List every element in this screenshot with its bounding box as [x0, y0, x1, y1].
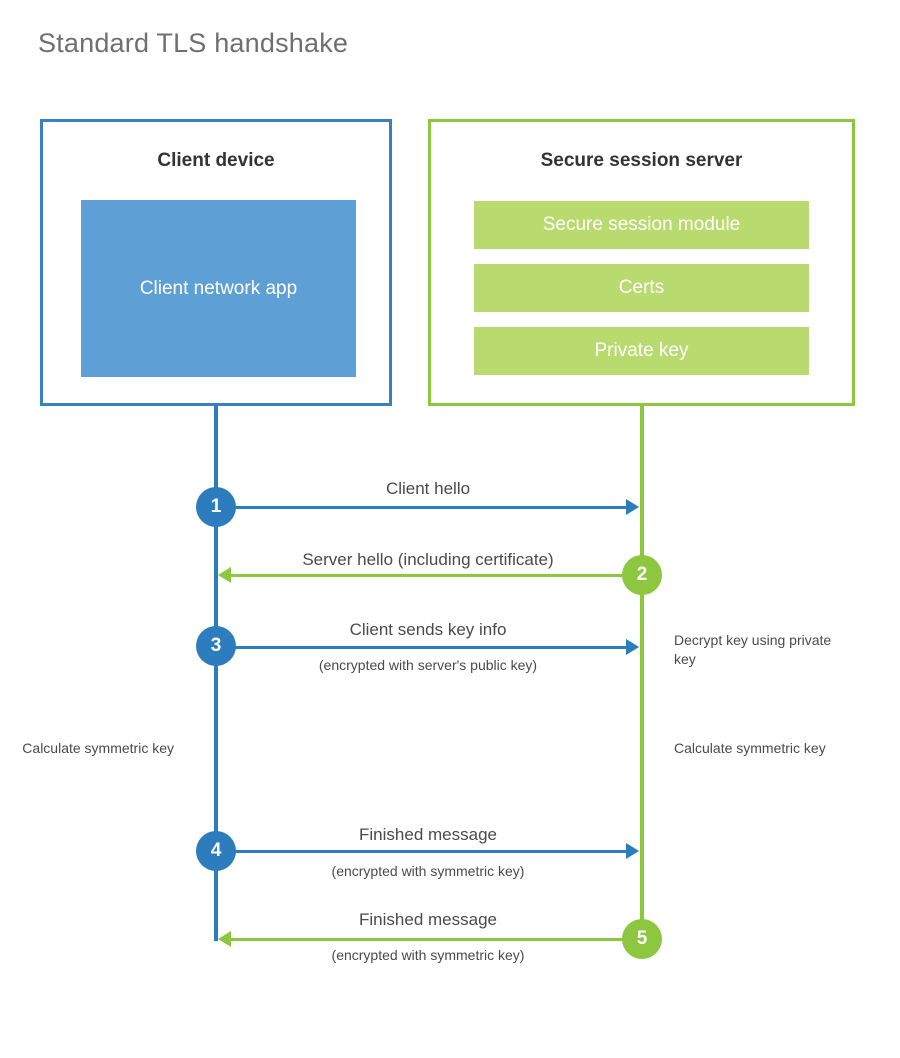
message-sublabel-step-5: (encrypted with symmetric key) — [331, 947, 525, 963]
annotation-calculate-symmetric-key-server: Calculate symmetric key — [674, 740, 826, 756]
arrow-step-4-head-icon — [626, 843, 639, 859]
arrow-step-1-line — [216, 506, 626, 509]
step-marker-3: 3 — [196, 626, 236, 666]
server-component-private-key: Private key — [474, 327, 809, 375]
arrow-step-5-line — [231, 938, 626, 941]
server-lifeline — [640, 403, 644, 941]
arrow-step-4-line — [216, 850, 626, 853]
arrow-step-2-line — [231, 574, 626, 577]
message-label-step-4: Finished message — [359, 825, 497, 844]
step-marker-5: 5 — [622, 919, 662, 959]
message-label-step-5: Finished message — [359, 910, 497, 929]
server-component-secure-session-module: Secure session module — [474, 201, 809, 249]
message-label-step-2: Server hello (including certificate) — [302, 550, 554, 569]
annotation-calculate-symmetric-key-client: Calculate symmetric key — [22, 740, 174, 756]
arrow-step-2-head-icon — [218, 567, 231, 583]
arrow-step-1-head-icon — [626, 499, 639, 515]
arrow-step-3-head-icon — [626, 639, 639, 655]
page-title: Standard TLS handshake — [38, 28, 349, 58]
message-sublabel-step-4: (encrypted with symmetric key) — [331, 863, 525, 879]
step-marker-4: 4 — [196, 831, 236, 871]
arrow-step-3-line — [216, 646, 626, 649]
secure-session-server-title: Secure session server — [540, 150, 743, 171]
annotation-decrypt-key: Decrypt key using private key — [674, 632, 832, 667]
client-device-title: Client device — [157, 150, 275, 171]
arrow-step-5-head-icon — [218, 931, 231, 947]
step-marker-1: 1 — [196, 487, 236, 527]
client-device-box: Client device Client network app — [40, 119, 392, 406]
client-network-app-block: Client network app — [81, 200, 356, 377]
message-label-step-3: Client sends key info — [349, 620, 507, 639]
secure-session-server-box: Secure session server Secure session mod… — [428, 119, 855, 406]
message-label-step-1: Client hello — [385, 479, 471, 498]
step-marker-2: 2 — [622, 555, 662, 595]
server-component-certs: Certs — [474, 264, 809, 312]
message-sublabel-step-3: (encrypted with server's public key) — [318, 657, 538, 673]
client-lifeline — [214, 403, 218, 941]
